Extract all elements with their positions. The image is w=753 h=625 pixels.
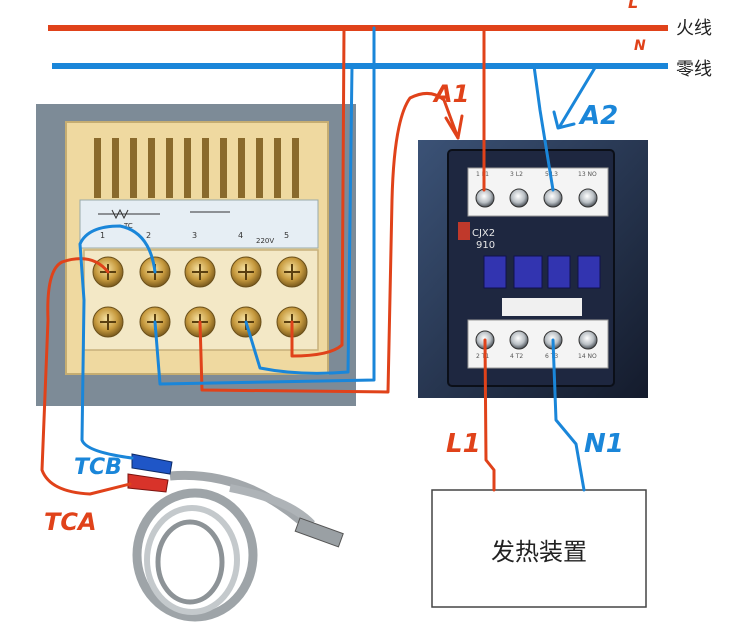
- heating-device-box: [431, 489, 647, 608]
- thermocouple-probe: [294, 517, 344, 548]
- terminal-number-4: 4: [238, 231, 243, 240]
- neutral-bus-label: 零线: [676, 59, 712, 80]
- tcb-label: TCB: [74, 455, 122, 480]
- spade-terminal-red: [127, 473, 169, 493]
- terminal-number-1: 1: [100, 231, 105, 240]
- a1-label: A1: [432, 80, 469, 108]
- contactor-model-line1: CJX2: [472, 228, 495, 239]
- a2-arrow: [552, 110, 576, 130]
- a1-coil-wire: [198, 92, 460, 394]
- neutral-drop-to-contactor: [532, 64, 555, 192]
- tca-wire: [40, 257, 132, 496]
- controller-label-sticker: [79, 199, 319, 249]
- terminal-label: 13 NO: [578, 171, 597, 178]
- terminal-number-3: 3: [192, 231, 197, 240]
- terminal-number-5: 5: [284, 231, 289, 240]
- wires: [40, 26, 598, 496]
- terminal-screws-bottom-row: [92, 306, 308, 338]
- terminal-label: 6 T3: [545, 353, 558, 360]
- a2-label: A2: [578, 101, 618, 131]
- contactor-brand-badge: [458, 222, 470, 240]
- live-drop-to-controller: [290, 26, 346, 358]
- terminal-label: 2 T1: [476, 353, 489, 360]
- temperature-controller: TC 220V 1 2 3 4 5: [36, 104, 356, 406]
- thermocouple-cable: [229, 484, 315, 527]
- thermocouple-sensor: [127, 453, 344, 622]
- tca-label: TCA: [44, 508, 97, 536]
- terminal-number-2: 2: [146, 231, 151, 240]
- contactor-bottom-terminal-labels: 2 T1 4 T2 6 T3 14 NO: [476, 353, 597, 360]
- contactor-screw: [578, 330, 598, 350]
- neutral-marker: N: [634, 38, 646, 54]
- ac-contactor: 1 L1 3 L2 5 L3 13 NO 2 T1 4 T2 6 T3 14 N…: [418, 140, 648, 398]
- heating-device: 发热装置: [431, 489, 647, 608]
- contactor-blue-windows: [483, 255, 601, 289]
- terminal-number-row: 1 2 3 4 5: [100, 231, 289, 240]
- live-bus-label: 火线: [676, 18, 712, 39]
- thermocouple-coil: [132, 488, 258, 622]
- tcb-wire: [78, 224, 157, 460]
- contactor-screw: [509, 330, 529, 350]
- contactor-screw: [543, 188, 563, 208]
- sticker-schematic: [98, 208, 230, 220]
- contactor-screw: [475, 188, 495, 208]
- contactor-screw: [509, 188, 529, 208]
- terminal-label: 3 L2: [510, 171, 523, 178]
- sensor-label: TC: [123, 222, 133, 230]
- controller-vents: [94, 138, 299, 198]
- terminal-label: 4 T2: [510, 353, 523, 360]
- contactor-model-line2: 910: [476, 240, 495, 251]
- l1-load-wire: [483, 338, 496, 492]
- spade-terminal-blue: [131, 453, 173, 475]
- a2-coil-wire: [558, 64, 598, 128]
- heating-device-label: 发热装置: [491, 538, 587, 566]
- neutral-drop-to-controller: [153, 26, 376, 386]
- voltage-label: 220V: [256, 237, 274, 245]
- l1-label: L1: [446, 429, 481, 459]
- n1-label: N1: [584, 429, 624, 459]
- a1-arrow: [444, 114, 464, 140]
- contactor-white-tab: [502, 298, 582, 316]
- terminal-label: 14 NO: [578, 353, 597, 360]
- live-marker: L: [628, 0, 638, 12]
- n1-load-wire: [551, 338, 586, 492]
- handwritten-labels: A1 A2 L1 N1 TCB TCA: [44, 80, 624, 536]
- bus-lines: L 火线 N 零线: [48, 0, 712, 80]
- contactor-screw: [578, 188, 598, 208]
- neutral-drop-2: [244, 64, 354, 375]
